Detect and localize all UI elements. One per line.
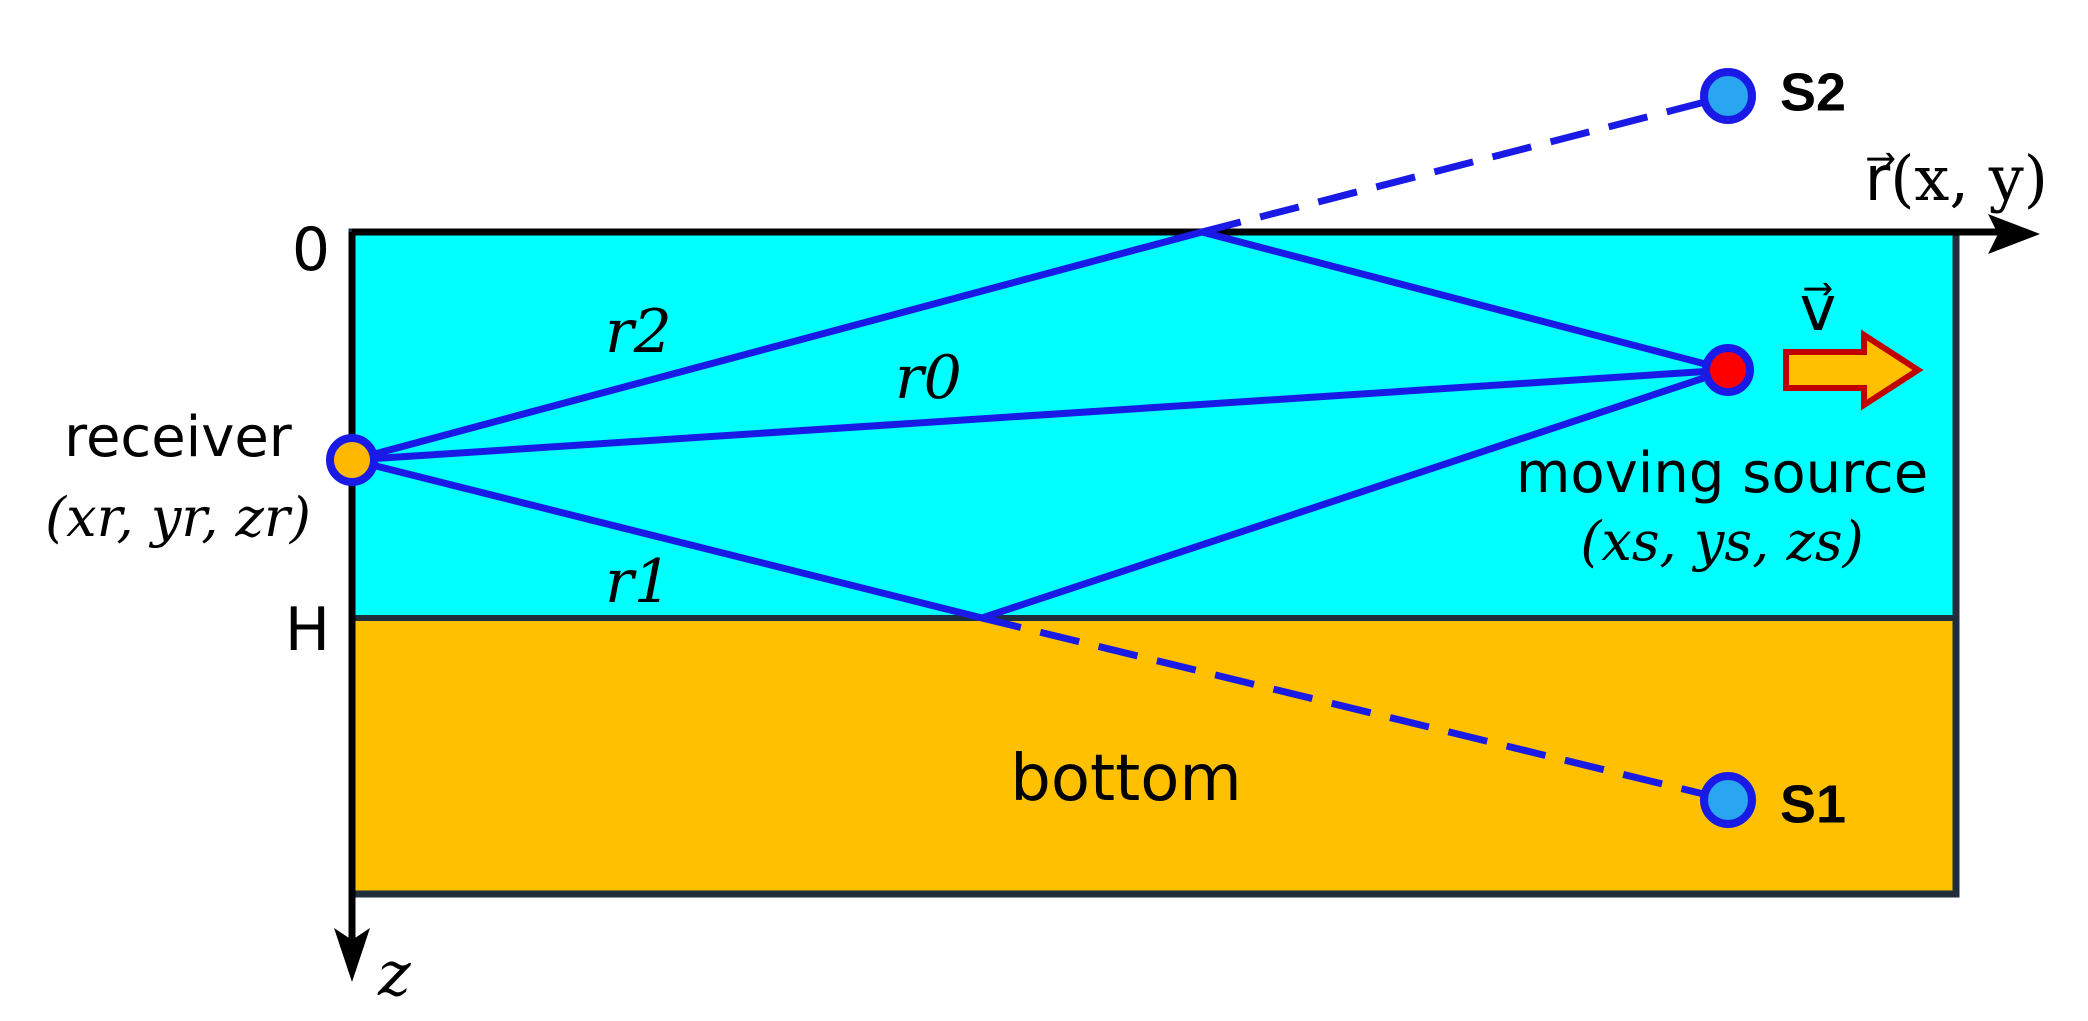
velocity-label: v⃗ [1800, 272, 1837, 345]
image-source-s1-label: S1 [1780, 774, 1846, 834]
surface-depth-label: 0 [292, 215, 330, 285]
image-source-s2-marker [1700, 68, 1756, 124]
bottom-depth-label: H [285, 595, 330, 665]
image-ray-s1-path [981, 614, 1729, 804]
horizontal-axis [352, 214, 2040, 254]
vertical-axis-label: z [377, 937, 411, 1010]
moving-source-marker [1702, 344, 1754, 396]
moving-source-label: moving source [1516, 441, 1928, 506]
horizontal-axis-label: r⃗(x, y) [1865, 142, 2048, 215]
ray-paths [351, 92, 1730, 804]
right-arrow-icon [1783, 329, 1924, 411]
ray-r0-path [351, 366, 1729, 464]
image-ray-s2-path [1201, 92, 1729, 236]
bottom-layer [352, 618, 1956, 894]
vertical-axis [334, 232, 370, 982]
image-source-s2-label: S2 [1780, 62, 1846, 122]
receiver-coordinates: (xr, yr, zr) [45, 486, 311, 549]
moving-source-coordinates: (xs, ys, zs) [1580, 510, 1863, 573]
water-layer [352, 232, 1956, 618]
receiver-label: receiver [64, 405, 293, 470]
image-source-s1-marker [1700, 772, 1756, 828]
ray-r2-label: r2 [605, 297, 672, 367]
bottom-layer-label: bottom [1010, 742, 1241, 816]
ray-r1-label: r1 [605, 547, 672, 617]
receiver-marker [326, 434, 378, 486]
ray-r0-label: r0 [895, 343, 962, 413]
